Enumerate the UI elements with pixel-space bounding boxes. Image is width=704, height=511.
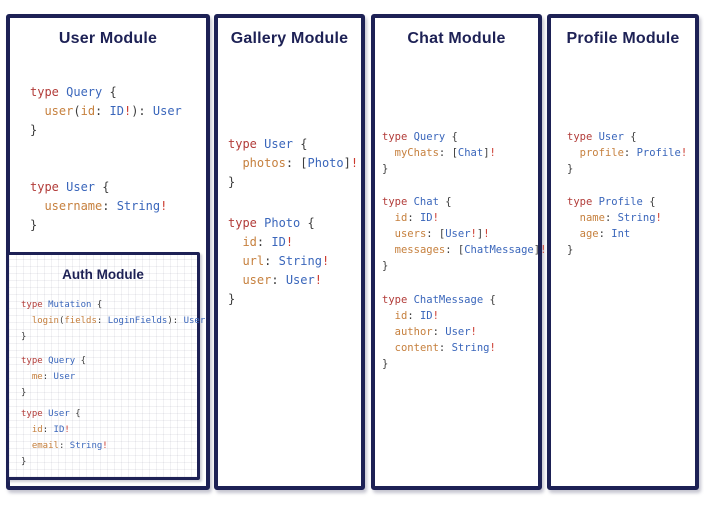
code-line: photos: [Photo]! — [242, 156, 359, 170]
code-line: } — [30, 123, 38, 137]
code-line: } — [21, 457, 27, 467]
panel-title: Gallery Module — [230, 30, 349, 47]
code-line: content: String! — [394, 342, 496, 354]
code-block: type Query { me: User} — [21, 353, 86, 401]
code-line: } — [228, 175, 236, 189]
code-line: id: ID! — [31, 425, 70, 435]
code-line: type Profile { — [567, 196, 656, 208]
chat-module-panel: Chat Module type Query { myChats: [Chat]… — [371, 14, 546, 490]
gallery-module-panel: Gallery Module type User { photos: [Phot… — [214, 14, 365, 490]
code-line: } — [567, 244, 574, 256]
panel-title: User Module — [58, 30, 158, 47]
code-line: login(fields: LoginFields): User — [31, 316, 206, 326]
code-block: type User { profile: Profile!} — [567, 129, 687, 177]
code-line: type Photo { — [228, 216, 315, 230]
code-block: type ChatMessage { id: ID! author: User!… — [382, 292, 496, 372]
code-line: myChats: [Chat]! — [394, 147, 496, 159]
code-line: type ChatMessage { — [382, 294, 496, 306]
code-block: type Profile { name: String! age: Int} — [567, 194, 662, 258]
user-module-panel: User Module type Query { user(id: ID!): … — [6, 14, 210, 490]
code-line: type Query { — [382, 131, 458, 143]
code-line: type User { — [30, 180, 110, 194]
panel-title: Auth Module — [62, 267, 144, 282]
code-line: profile: Profile! — [579, 147, 688, 159]
code-line: } — [21, 388, 27, 398]
profile-module-panel: Profile Module type User { profile: Prof… — [547, 14, 699, 490]
code-line: me: User — [31, 372, 76, 382]
code-line: user: User! — [242, 273, 322, 287]
code-line: name: String! — [579, 212, 662, 224]
code-block: type User { photos: [Photo]!} — [228, 135, 358, 192]
auth-module-panel: Auth Module type Mutation { login(fields… — [6, 252, 205, 480]
code-line: type Query { — [30, 85, 117, 99]
code-block: type Query { myChats: [Chat]!} — [382, 129, 496, 177]
code-line: } — [30, 218, 38, 232]
code-block: type User { username: String!} — [30, 178, 167, 235]
code-line: type User { — [228, 137, 308, 151]
code-block: type Photo { id: ID! url: String! user: … — [228, 214, 329, 309]
panel-title: Chat Module — [407, 30, 506, 47]
code-line: type Query { — [21, 356, 87, 366]
code-line: id: ID! — [394, 310, 439, 322]
code-line: email: String! — [31, 441, 108, 451]
code-line: user(id: ID!): User — [44, 104, 182, 118]
code-line: age: Int — [579, 228, 631, 240]
code-line: type User { — [21, 409, 81, 419]
code-line: messages: [ChatMessage]! — [394, 244, 547, 256]
code-block: type User { id: ID! email: String!} — [21, 406, 108, 470]
code-line: type Mutation { — [21, 300, 103, 310]
code-line: } — [382, 358, 389, 370]
code-line: type User { — [567, 131, 637, 143]
code-line: username: String! — [44, 199, 168, 213]
code-block: type Mutation { login(fields: LoginField… — [21, 297, 205, 345]
code-line: } — [567, 163, 574, 175]
code-line: } — [21, 332, 27, 342]
code-line: users: [User!]! — [394, 228, 490, 240]
code-line: id: ID! — [242, 235, 294, 249]
code-line: url: String! — [242, 254, 330, 268]
code-block: type Query { user(id: ID!): User} — [30, 83, 182, 140]
panel-title: Profile Module — [566, 30, 680, 47]
code-line: } — [228, 292, 236, 306]
code-line: type Chat { — [382, 196, 452, 208]
code-line: } — [382, 163, 389, 175]
code-block: type Chat { id: ID! users: [User!]! mess… — [382, 194, 546, 274]
code-line: author: User! — [394, 326, 477, 338]
code-line: } — [382, 260, 389, 272]
code-line: id: ID! — [394, 212, 439, 224]
